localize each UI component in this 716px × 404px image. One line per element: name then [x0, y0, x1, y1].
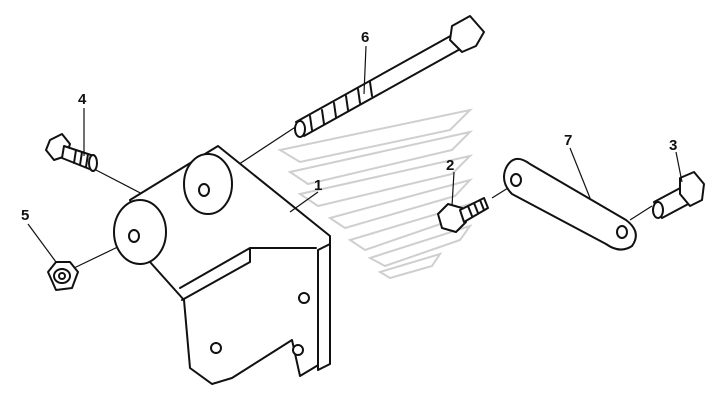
part-number-2: 2: [446, 157, 454, 174]
part-number-3: 3: [669, 137, 677, 154]
part-number-1: 1: [314, 177, 322, 194]
flange-bolt-part-2: [437, 197, 489, 233]
small-bolt-part-4: [45, 133, 98, 172]
part-number-7: 7: [564, 132, 572, 149]
bracket-part-1: [113, 145, 331, 385]
hex-nut-part-5: [47, 261, 79, 291]
part-number-4: 4: [78, 91, 87, 108]
link-plate-part-7: [503, 157, 637, 251]
long-bolt-part-6: [294, 15, 485, 138]
part-number-5: 5: [21, 207, 29, 224]
hex-bolt-part-3: [652, 171, 705, 219]
leader-lines: [27, 45, 683, 263]
part-number-6: 6: [361, 29, 369, 46]
